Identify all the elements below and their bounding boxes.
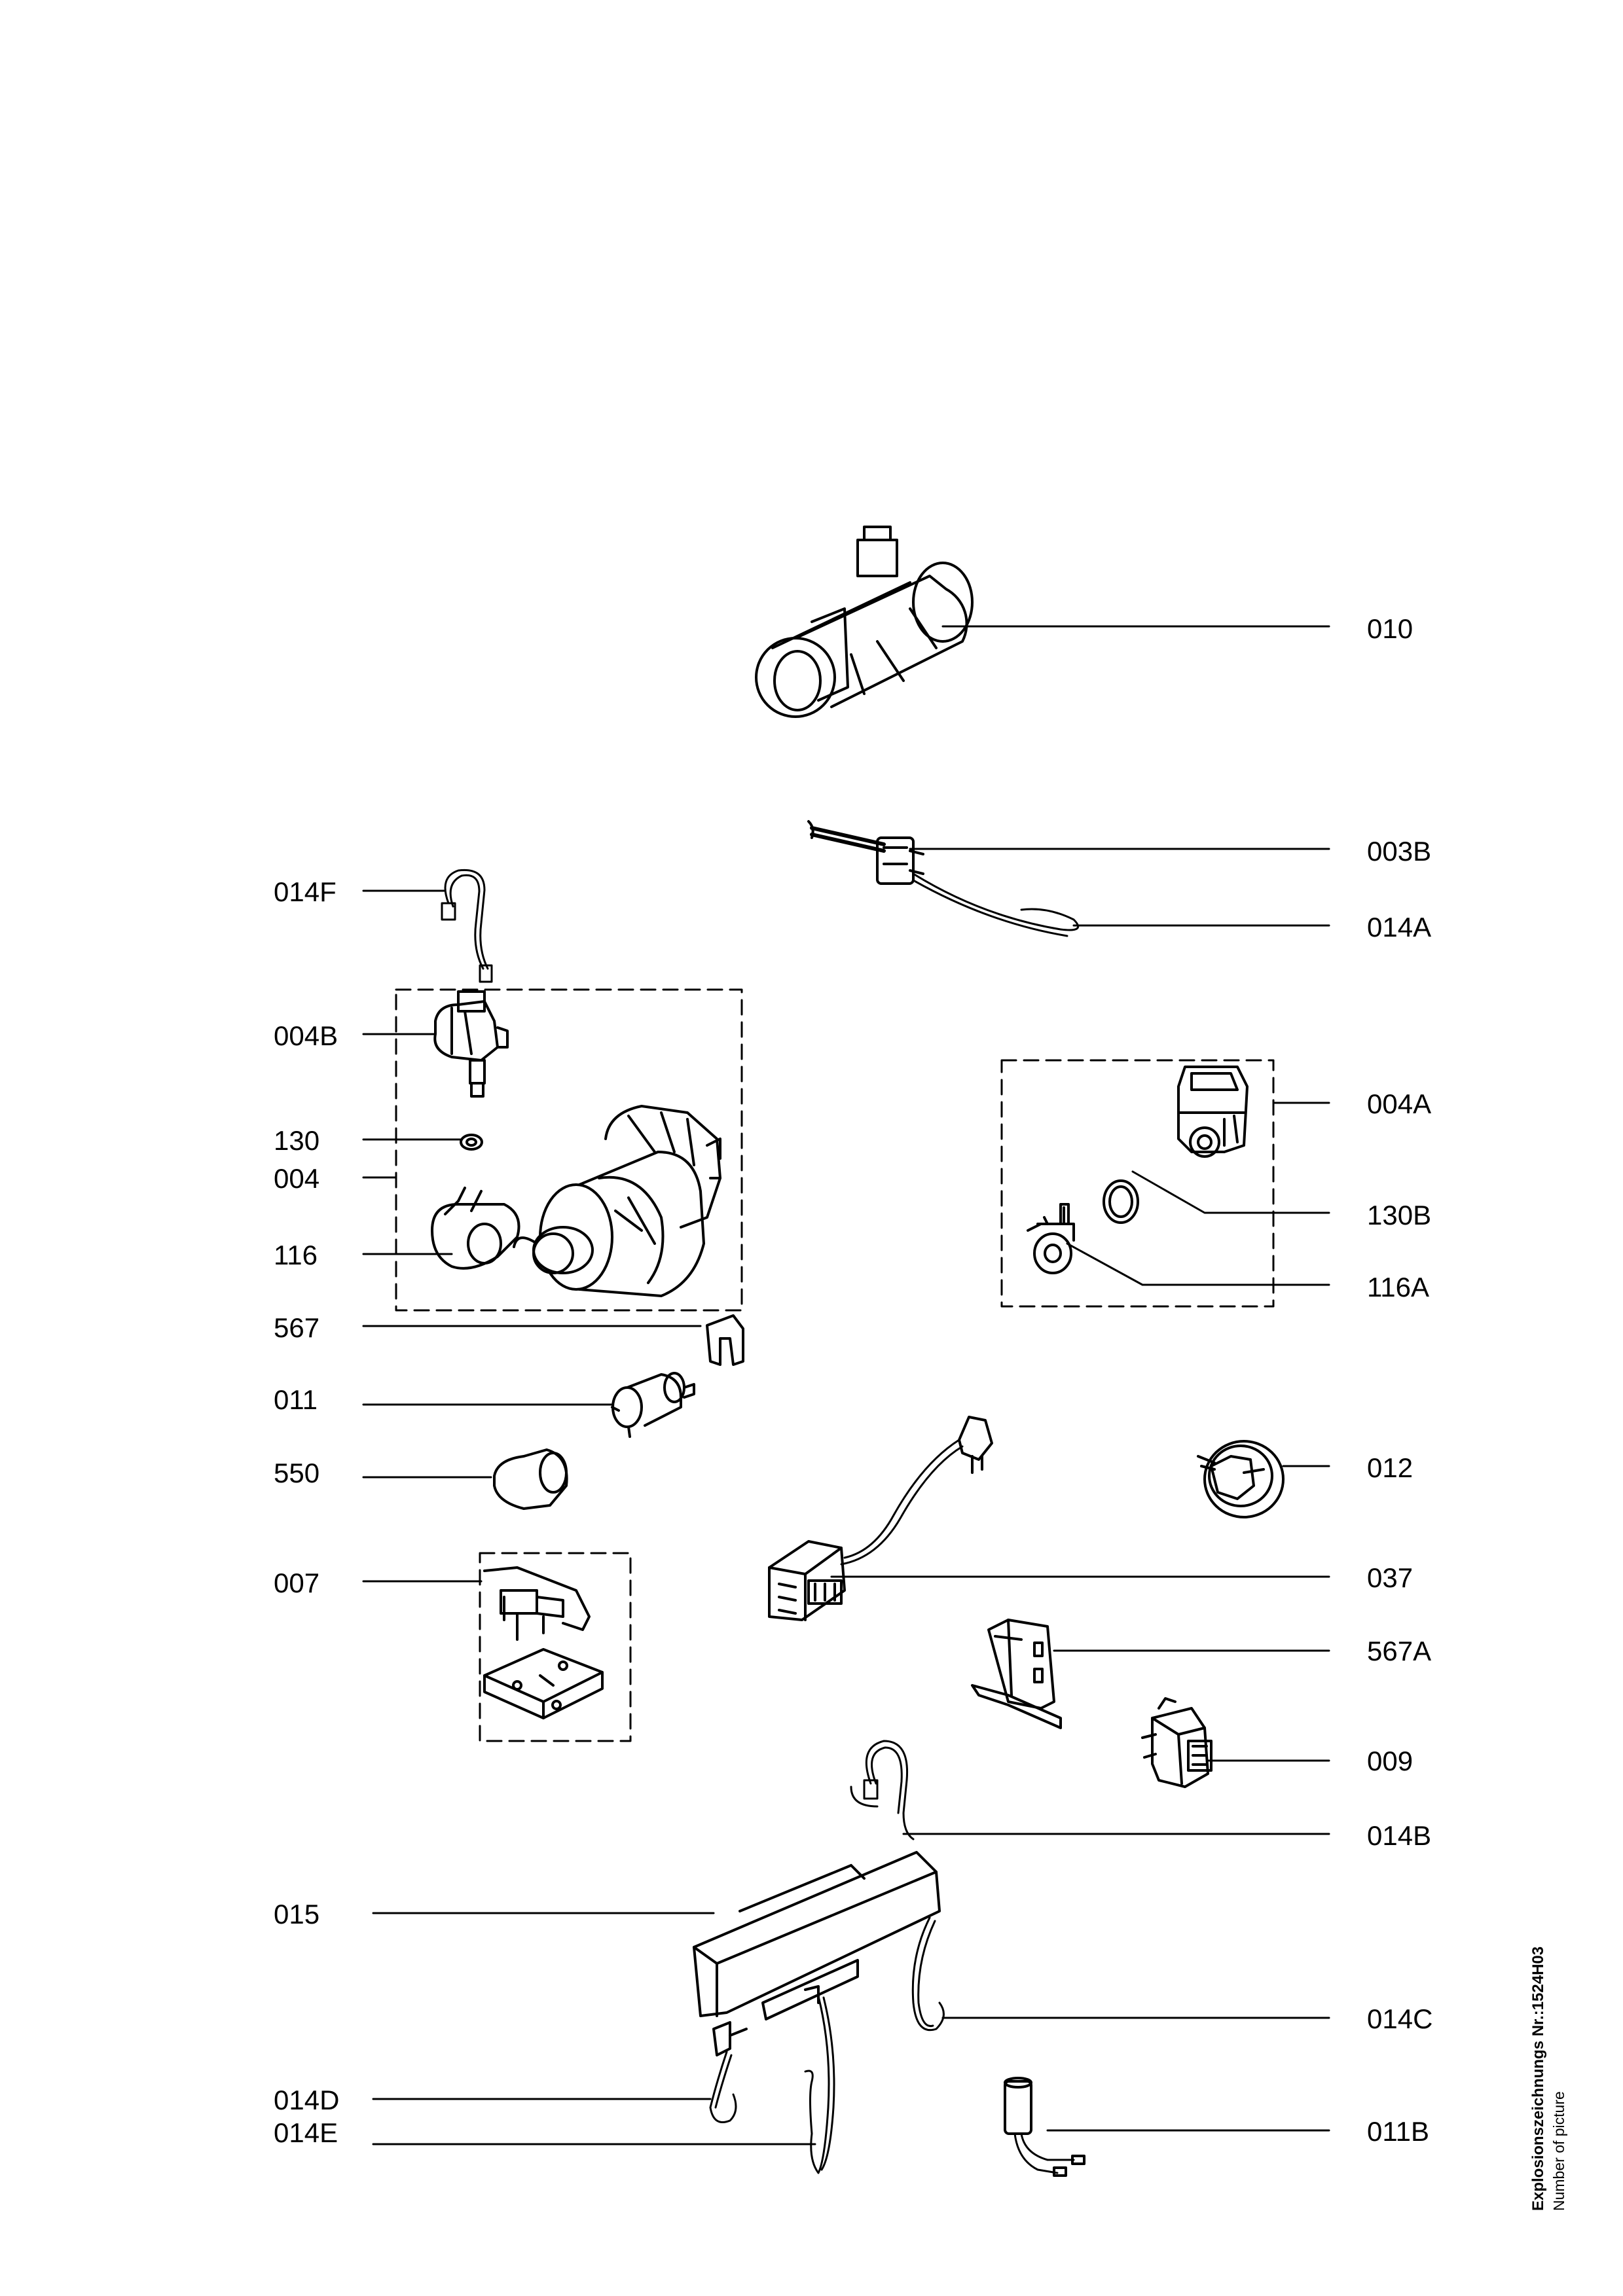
leader-lines: [362, 625, 1330, 2145]
cable-part-014B: [850, 1740, 915, 1840]
dashed-group-boxes: [395, 988, 1275, 1742]
connector-part-037: [768, 1416, 993, 1621]
part-label-014A: 014A: [1367, 912, 1432, 942]
part-label-012: 012: [1367, 1452, 1413, 1483]
housing-part-116A: [1027, 1203, 1075, 1274]
ring-part-130B: [1103, 1179, 1139, 1224]
clip-part-567: [706, 1314, 744, 1366]
drawing-number-subtitle: Number of picture: [1550, 2091, 1567, 2211]
part-label-004B: 004B: [274, 1020, 338, 1051]
cable-part-014C: [911, 1916, 945, 2031]
seal-part-130: [460, 1134, 483, 1151]
part-label-014F: 014F: [274, 876, 337, 907]
group-box-004: [395, 988, 743, 1312]
leader-130B: [1131, 1170, 1330, 1214]
capacitor-part-011B: [1004, 2077, 1085, 2177]
cable-part-014F: [441, 869, 493, 983]
switch-part-007: [483, 1566, 604, 1719]
part-label-014D: 014D: [274, 2085, 340, 2115]
part-label-567A: 567A: [1367, 1636, 1432, 1666]
control-box-part-015: [693, 1851, 941, 2056]
relay-part-009: [1141, 1697, 1213, 1788]
part-label-014C: 014C: [1367, 2003, 1433, 2034]
group-box-004A: [1000, 1059, 1275, 1308]
part-label-004: 004: [274, 1163, 320, 1194]
part-label-004A: 004A: [1367, 1088, 1432, 1119]
part-label-567: 567: [274, 1312, 320, 1343]
capacitor-part-011: [611, 1372, 695, 1438]
part-label-009: 009: [1367, 1746, 1413, 1776]
part-label-014B: 014B: [1367, 1820, 1432, 1851]
sensor-part-003B: [807, 820, 1080, 937]
part-label-130: 130: [274, 1125, 320, 1156]
part-label-007: 007: [274, 1568, 320, 1598]
leader-116A: [1066, 1242, 1330, 1286]
part-label-550: 550: [274, 1458, 320, 1488]
part-label-003B: 003B: [1367, 836, 1432, 867]
group-box-007: [479, 1552, 632, 1742]
part-label-011B: 011B: [1367, 2116, 1429, 2147]
part-label-010: 010: [1367, 613, 1413, 644]
cable-part-014E: [804, 1995, 835, 2174]
drain-pump-part-004A: [1177, 1066, 1249, 1158]
part-label-011: 011: [274, 1384, 318, 1415]
pump-part-004B: [433, 990, 509, 1098]
cap-part-550: [493, 1448, 568, 1510]
part-label-014E: 014E: [274, 2117, 338, 2148]
cable-part-014D: [709, 2051, 737, 2123]
part-label-015: 015: [274, 1899, 320, 1929]
circulation-pump-part-004: [431, 1105, 721, 1297]
part-label-116A: 116A: [1367, 1272, 1429, 1302]
bracket-part-567A: [971, 1619, 1062, 1729]
part-label-037: 037: [1367, 1562, 1413, 1593]
part-label-130B: 130B: [1367, 1200, 1432, 1230]
pressure-switch-part-012: [1197, 1440, 1285, 1518]
drawing-number-title: Explosionszeichnungs Nr.:1524H03: [1529, 1946, 1547, 2211]
part-label-116: 116: [274, 1240, 318, 1270]
heater-element-part-010: [755, 526, 974, 718]
